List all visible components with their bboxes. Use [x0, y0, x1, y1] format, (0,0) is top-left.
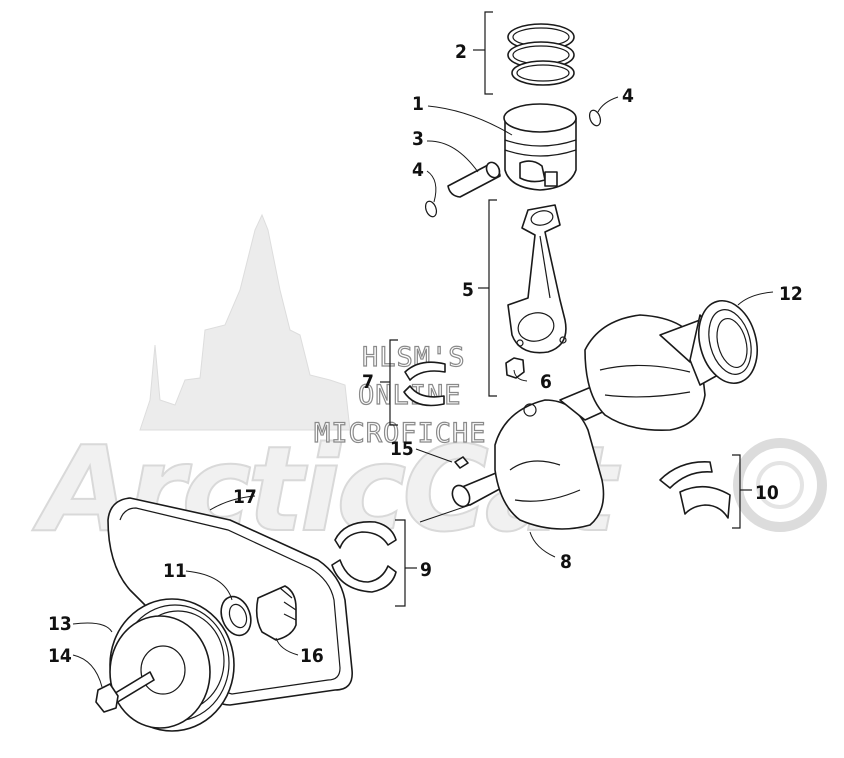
- callout-16: 16: [300, 645, 324, 667]
- rod-nut: [505, 357, 525, 379]
- piston: [503, 103, 577, 191]
- callout-1: 1: [412, 93, 424, 115]
- callout-6: 6: [540, 371, 552, 393]
- watermark-line-3: MICROFICHE: [314, 418, 487, 449]
- connecting-rod: [507, 204, 567, 354]
- callout-15: 15: [390, 438, 414, 460]
- callout-9: 9: [420, 559, 432, 581]
- callout-4-left: 4: [412, 159, 424, 181]
- circlips: [424, 109, 602, 218]
- callout-5: 5: [462, 279, 474, 301]
- watermark-line-1: HLSM'S: [362, 342, 466, 373]
- rod-bearings: [403, 361, 446, 407]
- callout-7: 7: [362, 371, 374, 393]
- callout-2: 2: [455, 41, 467, 63]
- skyline-watermark: [139, 213, 351, 431]
- pulley: [109, 598, 235, 732]
- callout-10: 10: [755, 482, 779, 504]
- thrust-washers: [659, 461, 731, 519]
- woodruff-key: [454, 456, 469, 469]
- callout-17: 17: [233, 486, 257, 508]
- main-bearings: [331, 521, 397, 593]
- wheel-watermark: [733, 438, 827, 532]
- spacer: [220, 595, 252, 637]
- leader-lines: [72, 96, 774, 688]
- callout-4-right: 4: [622, 85, 634, 107]
- callout-13: 13: [48, 613, 72, 635]
- piston-rings: [507, 23, 575, 86]
- wrist-pin: [447, 161, 501, 198]
- callout-12: 12: [779, 283, 803, 305]
- group-brackets: [380, 11, 752, 607]
- oil-seal: [698, 299, 758, 385]
- callout-11: 11: [163, 560, 187, 582]
- callout-labels: 1 2 3 4 4 5 6 7 8 9 10 11 12 13 14 15 16…: [48, 41, 803, 667]
- drive-gear: [255, 585, 297, 641]
- callout-3: 3: [412, 128, 424, 150]
- callout-14: 14: [48, 645, 72, 667]
- pulley-bolt: [95, 671, 155, 713]
- callout-8: 8: [560, 551, 572, 573]
